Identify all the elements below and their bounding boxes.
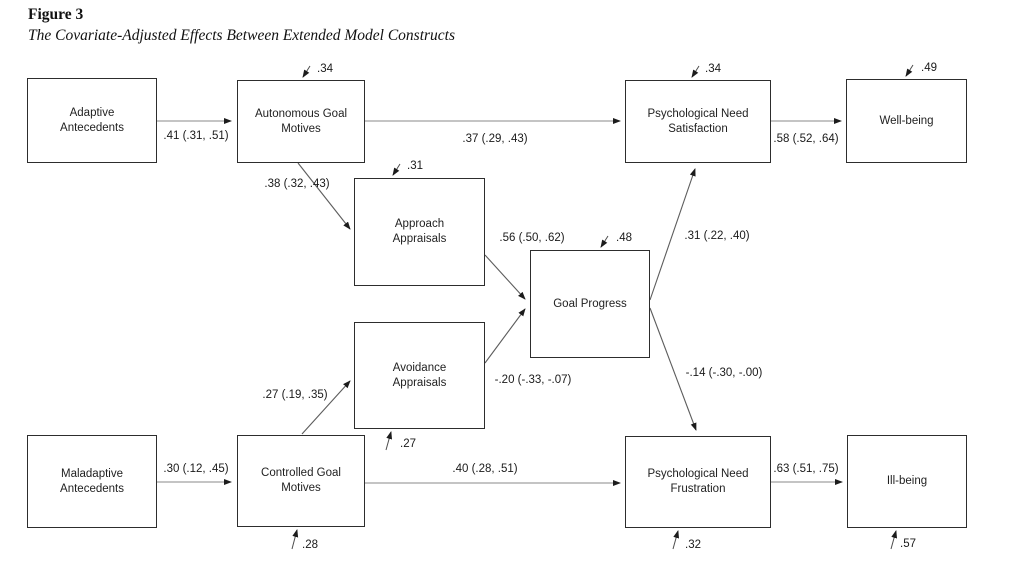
- node-label: Psychological Need Satisfaction: [647, 107, 749, 135]
- edge-label-progress-to-frustration: -.14 (-.30, -.00): [685, 367, 763, 379]
- residual-label-controlled-goal-motives: .28: [302, 539, 318, 551]
- arrow-progress-to-frustration: [649, 307, 697, 431]
- node-label: Well-being: [879, 114, 934, 127]
- node-label: Avoidance Appraisals: [392, 361, 447, 389]
- residual-label-well-being: .49: [921, 62, 937, 74]
- residual-label-autonomous-goal-motives: .34: [317, 63, 333, 75]
- residual-label-psychological-need-frustration: .32: [685, 539, 701, 551]
- node-label: Goal Progress: [553, 297, 627, 310]
- edge-label-autonomous-to-approach: .38 (.32, .43): [264, 178, 330, 190]
- arrow-approach-to-progress: [484, 254, 526, 300]
- node-controlled-goal-motives: Controlled Goal Motives: [237, 435, 365, 527]
- figure-caption: The Covariate-Adjusted Effects Between E…: [28, 27, 456, 44]
- residual-arrow-well-being: [905, 64, 914, 77]
- residual-arrow-approach-appraisals: [392, 163, 401, 176]
- residual-label-approach-appraisals: .31: [407, 160, 423, 172]
- node-psychological-need-satisfaction: Psychological Need Satisfaction: [625, 80, 771, 163]
- residual-label-goal-progress: .48: [616, 232, 632, 244]
- node-label: Controlled Goal Motives: [261, 467, 341, 494]
- edge-label-progress-to-satisfaction: .31 (.22, .40): [684, 230, 750, 242]
- edge-label-controlled-to-avoidance: .27 (.19, .35): [262, 389, 328, 401]
- residual-label-ill-being: .57: [900, 538, 916, 550]
- node-label: Maladaptive Antecedents: [60, 467, 124, 495]
- residual-label-avoidance-appraisals: .27: [400, 438, 416, 450]
- edge-label-controlled-to-frustration: .40 (.28, .51): [452, 463, 518, 475]
- node-maladaptive-antecedents: Maladaptive Antecedents: [27, 435, 157, 528]
- residual-arrow-psychological-need-satisfaction: [691, 65, 700, 78]
- residual-label-psychological-need-satisfaction: .34: [705, 63, 721, 75]
- node-adaptive-antecedents: Adaptive Antecedents: [27, 78, 157, 163]
- edge-label-avoidance-to-progress: -.20 (-.33, -.07): [494, 374, 572, 386]
- edge-label-frustration-to-illbeing: .63 (.51, .75): [773, 463, 839, 475]
- figure-label: Figure 3: [28, 6, 84, 23]
- edge-label-adaptive-to-autonomous: .41 (.31, .51): [163, 130, 229, 142]
- node-label: Approach Appraisals: [392, 218, 447, 245]
- residual-arrow-ill-being: [890, 530, 898, 550]
- node-label: Autonomous Goal Motives: [254, 107, 348, 135]
- arrow-avoidance-to-progress: [484, 308, 526, 364]
- arrow-progress-to-satisfaction: [649, 168, 696, 301]
- edge-label-maladaptive-to-controlled: .30 (.12, .45): [163, 463, 229, 475]
- node-goal-progress: Goal Progress: [530, 250, 650, 358]
- node-well-being: Well-being: [846, 79, 967, 163]
- node-label: Psychological Need Frustration: [647, 468, 749, 495]
- edge-label-satisfaction-to-wellbeing: .58 (.52, .64): [773, 133, 839, 145]
- residual-arrow-goal-progress: [600, 235, 609, 248]
- node-approach-appraisals: Approach Appraisals: [354, 178, 485, 286]
- arrow-controlled-to-avoidance: [301, 380, 351, 435]
- node-psychological-need-frustration: Psychological Need Frustration: [625, 436, 771, 528]
- node-label: Adaptive Antecedents: [60, 106, 124, 134]
- node-autonomous-goal-motives: Autonomous Goal Motives: [237, 80, 365, 163]
- residual-arrow-psychological-need-frustration: [672, 530, 680, 550]
- node-label: Ill-being: [886, 475, 928, 488]
- residual-arrow-avoidance-appraisals: [385, 431, 393, 451]
- node-ill-being: Ill-being: [847, 435, 967, 528]
- residual-arrow-autonomous-goal-motives: [302, 65, 311, 78]
- edge-label-approach-to-progress: .56 (.50, .62): [499, 232, 565, 244]
- node-avoidance-appraisals: Avoidance Appraisals: [354, 322, 485, 429]
- arrow-autonomous-to-approach: [297, 162, 351, 230]
- residual-arrow-controlled-goal-motives: [291, 529, 299, 550]
- edge-label-autonomous-to-satisfaction: .37 (.29, .43): [462, 133, 528, 145]
